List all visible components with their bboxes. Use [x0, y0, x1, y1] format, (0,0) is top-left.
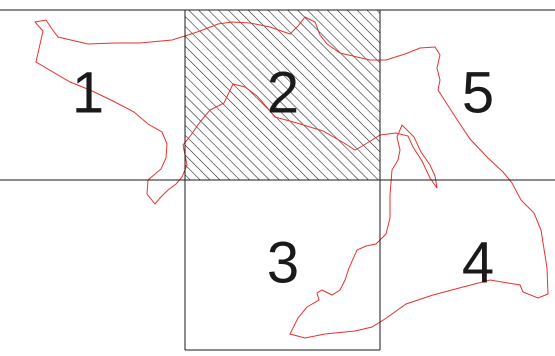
red-boundary-outline — [34, 16, 549, 339]
cell-label-3: 3 — [267, 230, 299, 295]
cell-label-5: 5 — [462, 60, 494, 125]
cell-2-hatch — [185, 10, 380, 180]
cell-label-1: 1 — [72, 60, 104, 125]
cell-label-4: 4 — [462, 230, 494, 295]
cell-label-2: 2 — [267, 60, 299, 125]
